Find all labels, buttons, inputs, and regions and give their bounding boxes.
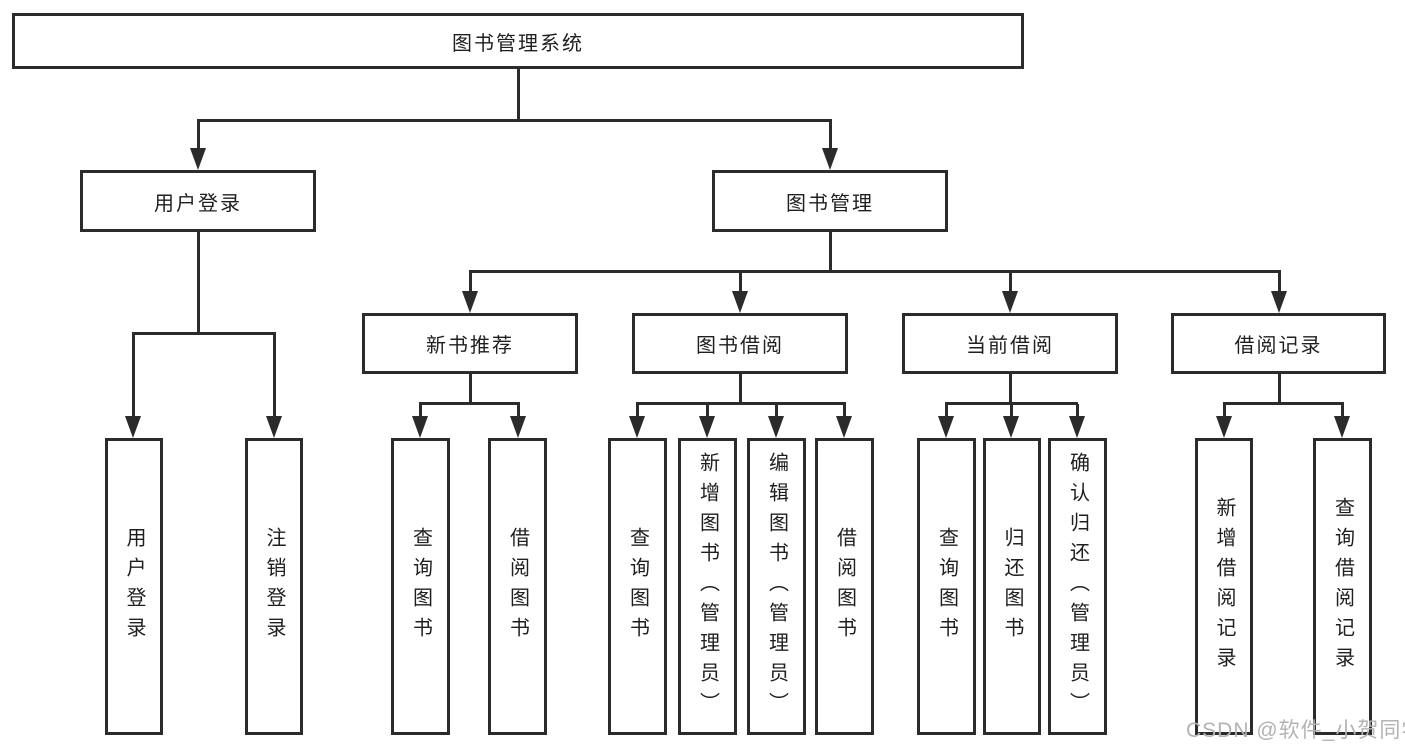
arrow-down-icon	[510, 416, 526, 438]
node-label: 借阅图书	[506, 526, 529, 647]
node-label: 归还图书	[1001, 526, 1023, 647]
arrow-down-icon	[699, 416, 715, 438]
node-label: 当前借阅	[966, 335, 1054, 357]
connector-line	[636, 402, 846, 405]
arrow-down-icon	[836, 416, 852, 438]
connector-line	[197, 232, 200, 334]
arrow-down-icon	[190, 148, 206, 170]
connector-line	[739, 272, 742, 291]
arrow-down-icon	[412, 416, 428, 438]
connector-line	[273, 334, 276, 416]
node-label: 图书管理系统	[452, 32, 584, 55]
connector-line	[1223, 402, 1344, 405]
connector-line	[517, 69, 520, 121]
node-label: 借阅图书	[833, 526, 856, 647]
connector-line	[739, 374, 742, 404]
connector-line	[132, 334, 135, 416]
leaf-query-borrow-record: 查询借阅记录	[1313, 438, 1372, 735]
connector-line	[1223, 404, 1226, 416]
node-label: 用户登录	[154, 192, 242, 215]
leaf-borrow-books: 借阅图书	[815, 438, 874, 735]
connector-line	[829, 232, 832, 272]
connector-line	[829, 121, 832, 149]
arrow-down-icon	[1069, 416, 1085, 438]
arrow-down-icon	[1271, 291, 1287, 313]
connector-line	[132, 332, 276, 335]
leaf-query-books-recommend: 查询图书	[391, 438, 450, 735]
connector-line	[469, 374, 472, 404]
connector-line	[517, 404, 520, 416]
arrow-down-icon	[732, 291, 748, 313]
node-label: 编辑图书（管理员）	[765, 451, 788, 722]
node-label: 注销登录	[263, 526, 285, 647]
leaf-query-books-borrow: 查询图书	[608, 438, 667, 735]
node-label: 查询图书	[409, 526, 432, 647]
arrow-down-icon	[938, 416, 954, 438]
leaf-return-books: 归还图书	[983, 438, 1041, 735]
leaf-add-book-admin: 新增图书（管理员）	[678, 438, 737, 735]
node-label: 查询借阅记录	[1331, 496, 1354, 677]
connector-line	[945, 404, 948, 416]
leaf-confirm-return-admin: 确认归还（管理员）	[1048, 438, 1107, 735]
node-label: 新增图书（管理员）	[696, 451, 719, 722]
arrow-down-icon	[266, 416, 282, 438]
arrow-down-icon	[462, 291, 478, 313]
leaf-edit-book-admin: 编辑图书（管理员）	[747, 438, 806, 735]
connector-line	[945, 402, 1078, 405]
leaf-borrow-books-recommend: 借阅图书	[488, 438, 547, 735]
leaf-query-books-current: 查询图书	[917, 438, 976, 735]
connector-line	[197, 121, 200, 149]
node-label: 新书推荐	[426, 335, 514, 357]
connector-line	[1278, 272, 1281, 291]
node-new-book-recommend: 新书推荐	[362, 313, 578, 374]
leaf-logout-login: 注销登录	[245, 438, 303, 735]
node-label: 查询图书	[935, 526, 958, 647]
connector-line	[197, 119, 832, 122]
connector-line	[706, 404, 709, 416]
arrow-down-icon	[822, 148, 838, 170]
leaf-add-borrow-record: 新增借阅记录	[1195, 438, 1253, 735]
arrow-down-icon	[1002, 291, 1018, 313]
connector-line	[469, 272, 472, 291]
connector-line	[775, 404, 778, 416]
arrow-down-icon	[1216, 416, 1232, 438]
arrow-down-icon	[1003, 416, 1019, 438]
node-current-borrow: 当前借阅	[902, 313, 1118, 374]
node-user-login: 用户登录	[80, 170, 316, 232]
node-book-management: 图书管理	[712, 170, 948, 232]
connector-line	[1009, 272, 1012, 291]
node-label: 用户登录	[123, 526, 145, 647]
csdn-watermark: CSDN @软件_小贺同学	[1186, 719, 1405, 742]
connector-line	[1076, 404, 1079, 416]
connector-line	[1010, 404, 1013, 416]
node-label: 图书借阅	[696, 335, 784, 357]
connector-line	[1009, 374, 1012, 404]
node-label: 借阅记录	[1234, 335, 1323, 357]
connector-line	[419, 402, 520, 405]
arrow-down-icon	[629, 416, 645, 438]
connector-line	[469, 270, 1281, 273]
node-label: 新增借阅记录	[1213, 496, 1235, 677]
leaf-user-login: 用户登录	[105, 438, 163, 735]
connector-line	[843, 404, 846, 416]
connector-line	[636, 404, 639, 416]
arrow-down-icon	[125, 416, 141, 438]
connector-line	[1278, 374, 1281, 404]
node-label: 图书管理	[786, 192, 874, 215]
node-label: 确认归还（管理员）	[1066, 451, 1089, 722]
node-label: 查询图书	[626, 526, 649, 647]
node-root: 图书管理系统	[12, 13, 1024, 69]
arrow-down-icon	[768, 416, 784, 438]
connector-line	[1341, 404, 1344, 416]
node-borrow-records: 借阅记录	[1171, 313, 1386, 374]
arrow-down-icon	[1334, 416, 1350, 438]
connector-line	[419, 404, 422, 416]
node-book-borrow: 图书借阅	[632, 313, 848, 374]
